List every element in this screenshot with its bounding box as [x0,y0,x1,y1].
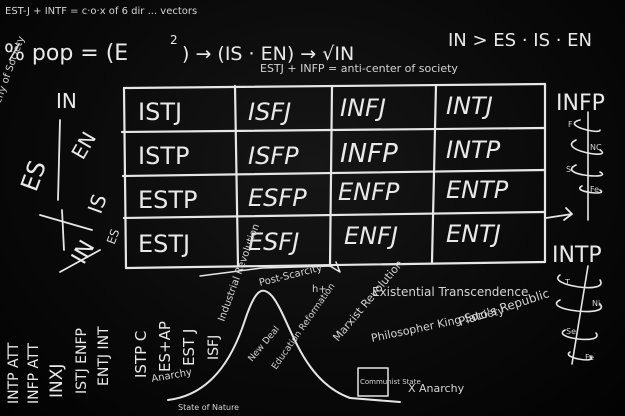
curve-label: Communist State [360,378,421,386]
header-line-3: ESTJ + INFP = anti-center of society [260,62,458,75]
type-grid: ISTJ ISFJ INFJ INTJ ISTP ISFP INFP INTP … [138,92,509,258]
curve-label: X Anarchy [408,382,465,395]
curve-label: h+ [312,284,327,295]
grid-cell: ISFP [248,142,299,170]
rotated-column: EST J [180,329,198,366]
hierarchy-letter: IS [83,191,112,217]
right-top-label: INFP [556,91,605,116]
bottom-left-columns: INTP ATT INFP ATT INXJ ISTJ ENFP ENTJ IN… [6,321,222,404]
hierarchy-letter: ES [15,157,52,195]
rotated-column: ENTJ INT [96,326,112,386]
rotated-column: INFP ATT [26,343,42,404]
grid-cell: ENTP [446,176,509,204]
right-top-small: Fe [590,185,599,194]
grid-cell: ESTP [138,186,198,214]
right-top-small: Si [566,165,573,174]
right-top-small: F [568,120,573,129]
hierarchy-letter: IN [56,89,77,113]
left-hierarchy: Hierarchy of Society IN EN ES IS IN ES [0,35,122,273]
curve-label: Existential Transcendence [372,285,528,299]
rotated-column: ES+AP [156,321,174,372]
grid-cell: ISFJ [248,98,291,126]
formula-left: % pop = (E [4,41,128,66]
formula-exponent: 2 [170,33,178,47]
type-grid-lines [120,82,547,270]
grid-cell: INFJ [340,94,386,122]
grid-cell: ESFJ [248,228,299,256]
right-bottom-small: Se [566,327,576,336]
header-line-1: EST-J + INTF = c·o·x of 6 dir ... vector… [5,6,197,17]
right-top-small: NC [590,143,602,152]
grid-cell: ISTP [138,142,189,170]
grid-cell: ENFP [338,178,400,206]
right-bottom-small: T [564,278,570,287]
grid-cell: ISTJ [138,98,182,126]
bell-curve [167,289,401,403]
society-curve: Industrial Revolution Post-Scarcity h+ E… [151,222,551,412]
curve-label: Philosopher King Society [370,304,506,345]
formula-right: IN > ES · IS · EN [448,30,592,51]
hierarchy-letter: EN [66,128,101,164]
hierarchy-sub: ES [104,227,122,246]
right-bottom-small: Ni [592,299,600,308]
communist-box [357,367,389,397]
right-spirals: INFP INTP F NC Si Fe T Ni Se Fe [545,91,605,365]
right-bottom-small: Fe [585,353,594,362]
formula-middle: ) → (IS · EN) → √IN [182,43,354,65]
rotated-column: INXJ [47,364,67,398]
rotated-column: ISTP C [132,331,150,378]
grid-to-intp-arrow [545,207,573,221]
curve-label: State of Nature [178,403,239,412]
hierarchy-arrows [39,119,101,273]
rotated-column: ISFJ [206,335,222,360]
grid-cell: ENTJ [446,220,501,248]
grid-cell: INTP [446,136,501,164]
grid-cell: INFP [340,139,398,169]
grid-cell: ENFJ [344,222,398,250]
spiral-bottom [555,265,603,365]
right-bottom-label: INTP [552,243,602,268]
grid-cell: ESFP [248,184,307,212]
grid-cell: INTJ [446,92,493,120]
rotated-column: INTP ATT [6,342,22,404]
rotated-column: ISTJ ENFP [74,328,90,394]
grid-cell: ESTJ [138,230,190,258]
curve-arrow [199,261,341,277]
spiral-top [570,111,604,221]
